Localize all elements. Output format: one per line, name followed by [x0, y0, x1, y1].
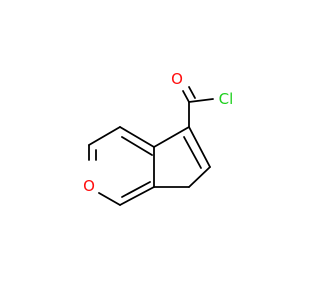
ring-oxygen-label: O: [83, 177, 95, 195]
bond-c2-c3-inner: [121, 136, 153, 156]
bond-carbonyl-o: [182, 90, 190, 103]
bond-c5-c6: [188, 126, 211, 168]
bond-c2-c3: [119, 126, 155, 148]
bond-c1-c7a-inner: [121, 181, 151, 198]
carbonyl-oxygen-label: O: [171, 70, 183, 88]
bond-carbonyl-cl: [188, 98, 214, 103]
chlorine-label: Cl: [219, 90, 234, 108]
molecule-diagram: O O Cl: [83, 70, 234, 206]
bond-c1-c7a: [119, 186, 155, 206]
bond-c5-c6-inner: [183, 136, 202, 169]
bond-c6-c7: [188, 166, 211, 188]
bond-c3a-c5: [153, 126, 190, 148]
bond-o-c1: [98, 192, 121, 206]
bond-carbonyl-o-double: [188, 86, 196, 99]
molecule-structure: O O Cl: [83, 70, 234, 206]
bond-c3-c4: [88, 126, 121, 146]
